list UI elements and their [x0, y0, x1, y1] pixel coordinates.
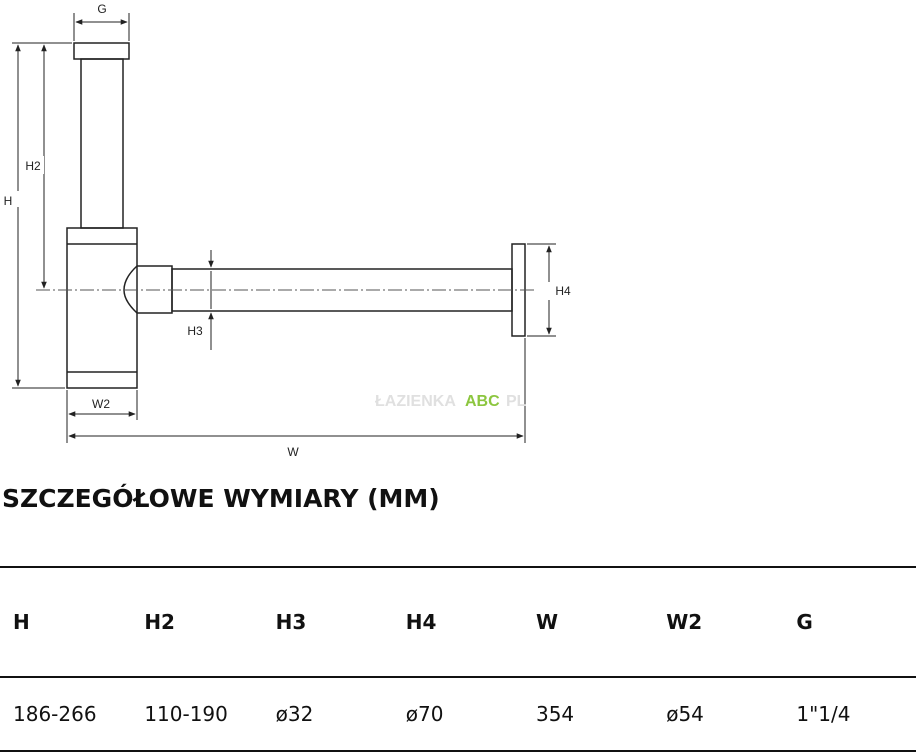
label-h4: H4 — [555, 284, 571, 298]
label-w: W — [287, 445, 299, 459]
value-cell: ø32 — [262, 677, 393, 752]
header-cell: G — [783, 566, 916, 678]
value-cell: 1"1/4 — [783, 677, 916, 752]
siphon-technical-drawing: G H H2 H3 H4 W2 W ŁAZIENKA ABC PL — [4, 2, 571, 459]
header-cell: H2 — [131, 566, 263, 678]
header-cell: H — [0, 566, 132, 678]
label-w2: W2 — [92, 397, 110, 411]
siphon-outline — [66, 42, 526, 389]
label-h2: H2 — [25, 159, 41, 173]
dimensions-table: H H2 H3 H4 W W2 G 186-266 110-190 ø32 ø7… — [0, 566, 916, 752]
value-cell: 354 — [522, 677, 654, 752]
table-row: 186-266 110-190 ø32 ø70 354 ø54 1"1/4 — [0, 677, 916, 752]
watermark-suffix: PL — [506, 393, 527, 410]
section-title: SZCZEGÓŁOWE WYMIARY (MM) — [2, 484, 440, 513]
dimension-lines — [12, 13, 556, 443]
header-cell: H4 — [392, 566, 523, 678]
value-cell: ø54 — [653, 677, 784, 752]
label-h: H — [4, 194, 13, 208]
value-cell: ø70 — [392, 677, 523, 752]
watermark-brand: ABC — [465, 393, 500, 410]
table-header-row: H H2 H3 H4 W W2 G — [0, 566, 916, 678]
value-cell: 186-266 — [0, 677, 132, 752]
watermark-logo: ŁAZIENKA ABC PL — [375, 393, 527, 410]
label-g: G — [97, 2, 106, 16]
header-cell: W — [522, 566, 654, 678]
watermark-prefix: ŁAZIENKA — [375, 393, 456, 410]
header-cell: W2 — [653, 566, 784, 678]
label-h3: H3 — [187, 324, 203, 338]
header-cell: H3 — [262, 566, 393, 678]
value-cell: 110-190 — [131, 677, 263, 752]
